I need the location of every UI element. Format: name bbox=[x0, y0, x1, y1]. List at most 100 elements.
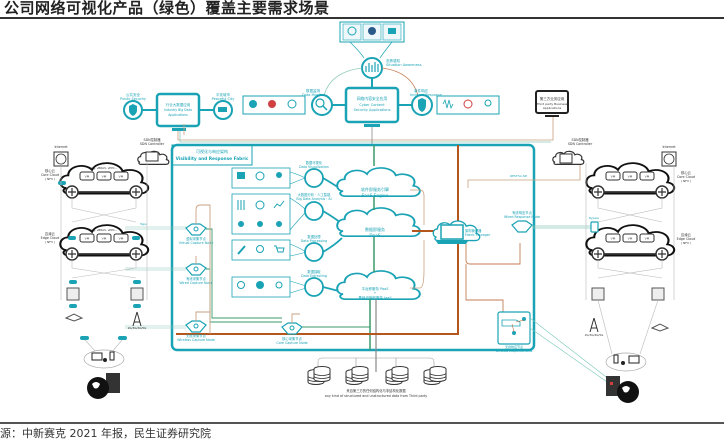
extracting-en: Data Extracting bbox=[301, 274, 327, 278]
third-party-cn: 第三方业务应用 bbox=[540, 96, 565, 101]
phone-icon bbox=[613, 354, 619, 364]
right-sdn-en: SDN Controller bbox=[568, 142, 593, 146]
locating-icon bbox=[484, 99, 492, 107]
iaas-cn: 基础设施即服务 IaaS bbox=[358, 295, 392, 300]
vm-label: VM bbox=[85, 175, 90, 179]
virtual-capture-node bbox=[185, 223, 207, 236]
management-icon bbox=[275, 281, 283, 289]
predictive-icon bbox=[276, 221, 282, 227]
situation-label-en: Situation Awareness bbox=[386, 63, 422, 67]
third-party-en2: Applications bbox=[543, 106, 562, 110]
industry-en2: Applications bbox=[168, 113, 188, 117]
right-user-devices bbox=[605, 352, 647, 372]
classification-icon bbox=[237, 200, 245, 210]
right-internet-label: Internet bbox=[662, 145, 676, 149]
wireless-response-node bbox=[497, 311, 531, 345]
user-icon bbox=[103, 358, 107, 362]
saas-cn: 软件即服务引擎 bbox=[361, 186, 389, 192]
processing-icon-panel bbox=[231, 239, 291, 261]
building-icon bbox=[106, 373, 120, 393]
data-processing-node bbox=[304, 242, 324, 262]
threat-analysis-icon bbox=[268, 100, 276, 108]
right-sdn-laptop-icon bbox=[559, 153, 573, 164]
data-source-db bbox=[345, 366, 369, 385]
shield-icon bbox=[129, 104, 137, 116]
fabric-manager-en: Fabric Manager bbox=[465, 233, 491, 237]
left-gen-label: 2G/3G/4G/5G bbox=[128, 326, 147, 330]
situation-label-cn: 态势感知 bbox=[386, 58, 400, 63]
router-icon bbox=[655, 185, 669, 199]
edge-eg-label: e.g. vBRAS, vEPC... bbox=[91, 228, 118, 232]
wired-capture-cn: 有线采集节点 bbox=[186, 276, 206, 281]
switch-icon bbox=[591, 287, 605, 301]
phone-icon bbox=[109, 351, 115, 361]
left-edge-sub: ( NFV ) bbox=[45, 240, 55, 244]
report-icon bbox=[347, 26, 357, 36]
right-core-en: Core Cloud bbox=[677, 175, 695, 179]
right-core-cn: 核心云 bbox=[681, 170, 692, 175]
public-security-en: Public Security bbox=[120, 97, 146, 101]
laptop-icon bbox=[628, 355, 640, 364]
laptop-icon bbox=[91, 352, 103, 361]
processing-en: Data Processing bbox=[301, 239, 328, 243]
shield-icon bbox=[418, 98, 426, 112]
wired-capture-en: Wired Capture Node bbox=[179, 281, 212, 285]
incident-icon-panel bbox=[436, 95, 500, 115]
cart-icon bbox=[274, 245, 285, 253]
vm-label: VM bbox=[645, 175, 650, 179]
visualization-en: Data Visualization bbox=[299, 165, 329, 169]
left-core-en: Core Cloud bbox=[41, 173, 59, 177]
incident-cn: 事件响应 bbox=[414, 88, 428, 93]
fabric-manager-cn: 架构管理器 bbox=[465, 228, 482, 233]
blocking-icon bbox=[463, 99, 473, 109]
daas-cn: 数据即服务 bbox=[365, 226, 385, 232]
right-gen-label: 2G/3G/4G/5G bbox=[585, 333, 604, 337]
isolating-icon bbox=[442, 98, 454, 110]
extracting-icon-panel bbox=[231, 276, 291, 298]
restful-api-label: RESTful API bbox=[510, 174, 527, 178]
left-sdn-cn: SDN控制器 bbox=[144, 137, 162, 142]
user-icon bbox=[621, 361, 625, 365]
router-icon bbox=[591, 185, 605, 199]
wireless-capture-cn: 无线采集节点 bbox=[186, 333, 206, 338]
wireless-response-cn: 无线响应节点 bbox=[505, 344, 523, 349]
core-capture-node bbox=[281, 322, 303, 335]
extracting-cn: 数据抽取 bbox=[307, 269, 321, 274]
public-security-cn: 公共安全 bbox=[126, 92, 140, 97]
big-data-analysis-node bbox=[304, 201, 324, 221]
title-divider bbox=[0, 17, 724, 19]
vm-label: VM bbox=[611, 175, 616, 179]
data-monitor-cn: 数据监测 bbox=[306, 88, 320, 93]
left-sdn-laptop-icon bbox=[145, 151, 159, 162]
wired-response-node bbox=[511, 220, 533, 233]
behavior-icon bbox=[257, 221, 263, 227]
taps-label: Taps bbox=[139, 222, 147, 226]
bypass-icon bbox=[590, 221, 599, 233]
building-icon bbox=[606, 376, 620, 396]
right-edge-sub: ( NFV ) bbox=[681, 241, 691, 245]
vm-label: VM bbox=[628, 175, 633, 179]
user-icon bbox=[276, 172, 282, 178]
cell-tower-icon bbox=[589, 317, 599, 333]
tap-icon bbox=[132, 236, 140, 240]
wireless-response-en: Wireless Response Node bbox=[496, 349, 533, 353]
laptop-icon bbox=[440, 224, 464, 240]
fabric-en: Visibility and Response Fabric bbox=[176, 156, 249, 162]
flow-analysis-icon bbox=[249, 100, 257, 108]
third-party-monitor bbox=[535, 90, 569, 114]
vm-label: VM bbox=[102, 237, 107, 241]
control-icon bbox=[388, 28, 396, 34]
router-icon bbox=[129, 247, 143, 261]
wired-response-cn: 有线响应节点 bbox=[512, 210, 532, 215]
left-edge-cn: 边缘云 bbox=[45, 231, 56, 236]
data-source-db bbox=[307, 366, 331, 385]
network-diagram: 态势感知 Situation Awareness 数据监测 Data Monit… bbox=[41, 21, 695, 403]
data-source-db bbox=[385, 366, 409, 385]
source-note: 源：中新赛克 2021 年报，民生证券研究院 bbox=[0, 427, 211, 440]
wired-capture-node bbox=[185, 263, 207, 276]
visibility-response-fabric bbox=[170, 143, 536, 352]
globe-icon bbox=[87, 377, 109, 399]
situation-icon-panel bbox=[339, 21, 405, 43]
virtual-capture-en: Virtual Capture Node bbox=[179, 241, 214, 245]
industry-cn: 行业大数据应用 bbox=[166, 102, 191, 107]
